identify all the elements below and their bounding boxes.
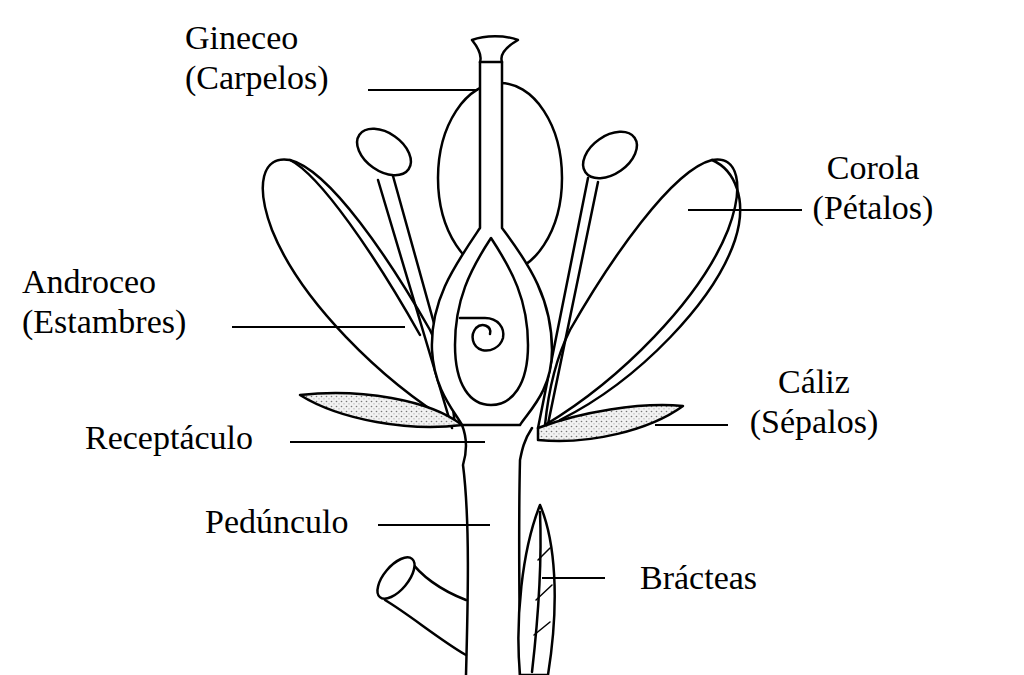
part-label: Brácteas — [640, 558, 757, 598]
part-label: Gineceo (Carpelos) — [185, 18, 329, 98]
anther — [575, 122, 646, 188]
leader-line — [378, 524, 490, 526]
cut-stem — [371, 551, 422, 605]
sepal — [300, 393, 462, 427]
ovary-chamber — [455, 238, 528, 405]
part-label: Receptáculo — [85, 418, 253, 458]
part-label: Corola (Pétalos) — [813, 148, 934, 228]
leader-line — [368, 89, 478, 91]
bract — [518, 505, 554, 675]
part-label: Androceo (Estambres) — [22, 262, 186, 342]
leader-line — [655, 424, 728, 426]
part-label: Pedúnculo — [205, 502, 349, 542]
ovule — [460, 318, 503, 351]
sepal — [538, 405, 683, 441]
leader-line — [290, 441, 485, 443]
petal-edge — [560, 160, 740, 420]
stigma — [472, 36, 518, 62]
anther — [349, 119, 420, 185]
leader-line — [232, 326, 405, 328]
stamen-filament — [538, 178, 598, 428]
bract-vein — [534, 548, 552, 635]
bract-midrib — [532, 512, 541, 672]
peduncle — [462, 425, 468, 675]
part-label: Cáliz (Sépalos) — [750, 362, 878, 442]
leader-line — [688, 209, 802, 211]
leader-line — [542, 577, 605, 579]
petal-fold — [290, 160, 420, 335]
pistil-outline — [432, 62, 552, 425]
